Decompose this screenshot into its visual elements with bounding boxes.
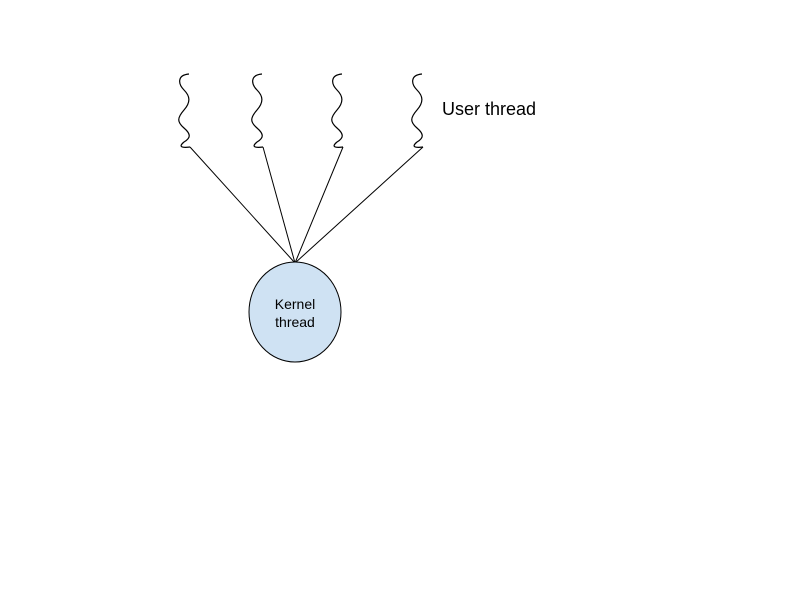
user-thread-2 bbox=[251, 73, 264, 148]
kernel-label-line2: thread bbox=[275, 314, 315, 330]
thread-mapping-line-3 bbox=[294, 146, 344, 264]
kernel-thread-label: Kernel thread bbox=[249, 295, 341, 331]
kernel-thread-node bbox=[248, 261, 342, 363]
user-thread-3 bbox=[331, 73, 344, 148]
user-thread-4 bbox=[411, 73, 424, 148]
user-thread-label: User thread bbox=[442, 99, 537, 119]
thread-mapping-line-2 bbox=[262, 146, 296, 264]
user-thread-1 bbox=[178, 73, 191, 148]
thread-mapping-line-1 bbox=[189, 146, 296, 264]
thread-mapping-line-4 bbox=[294, 146, 424, 264]
kernel-label-line1: Kernel bbox=[274, 296, 316, 312]
